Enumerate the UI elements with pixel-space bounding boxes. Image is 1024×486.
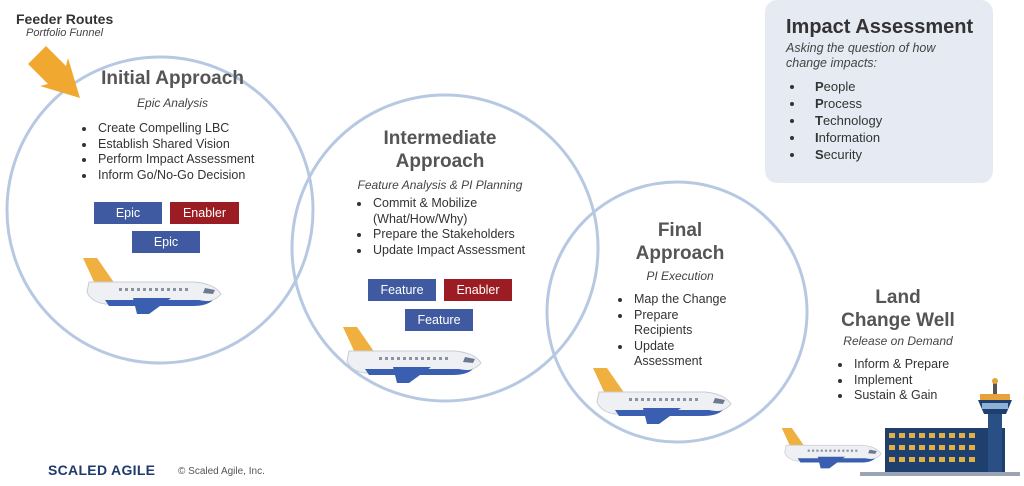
feature-box: Feature	[405, 309, 473, 331]
impact-assessment-panel: Impact Assessment Asking the question of…	[765, 0, 993, 183]
list-item: Prepare Recipients	[632, 308, 694, 339]
list-item: Security	[805, 146, 995, 163]
feeder-subtitle: Portfolio Funnel	[26, 27, 104, 39]
final-subtitle: PI Execution	[646, 269, 714, 283]
final-title-line2: Approach	[635, 243, 725, 264]
land-block: Land Change Well Release on Demand	[818, 286, 978, 348]
impact-list: People Process Technology Information Se…	[785, 78, 995, 163]
airplane-icon	[592, 367, 732, 425]
feature-box: Feature	[368, 279, 436, 301]
list-item: Inform & Prepare	[852, 357, 992, 373]
epic-box: Epic	[94, 202, 162, 224]
control-tower-icon	[860, 378, 1020, 476]
list-item: Inform Go/No-Go Decision	[96, 168, 296, 184]
initial-title: Initial Approach	[101, 68, 244, 89]
list-item: Map the Change	[632, 292, 752, 308]
final-title-line1: Final	[657, 220, 703, 241]
intermediate-title-line1: Intermediate	[383, 128, 497, 149]
enabler-box: Enabler	[170, 202, 239, 224]
list-item: People	[805, 78, 995, 95]
list-item: Establish Shared Vision	[96, 137, 296, 153]
epic-box: Epic	[132, 231, 200, 253]
intermediate-approach: Intermediate Approach Feature Analysis &…	[335, 127, 545, 192]
list-item: Create Compelling LBC	[96, 121, 296, 137]
scaled-agile-logo: SCALED AGILE	[48, 462, 156, 478]
intermediate-subtitle: Feature Analysis & PI Planning	[357, 178, 523, 192]
list-item: Process	[805, 95, 995, 112]
intermediate-circle	[290, 93, 600, 403]
final-approach: Final Approach PI Execution	[610, 219, 750, 283]
initial-bullets: Create Compelling LBC Establish Shared V…	[80, 121, 296, 183]
list-item: Prepare the Stakeholders	[371, 227, 561, 243]
list-item: Perform Impact Assessment	[96, 152, 296, 168]
enabler-box: Enabler	[444, 279, 512, 301]
final-circle	[545, 180, 809, 444]
list-item: Sustain & Gain	[852, 388, 992, 404]
land-subtitle: Release on Demand	[843, 334, 953, 348]
arrow-icon	[28, 46, 80, 98]
airplane-icon	[342, 326, 482, 384]
initial-subtitle: Epic Analysis	[137, 96, 208, 110]
final-bullets: Map the Change Prepare Recipients Update…	[616, 292, 752, 370]
initial-circle	[5, 55, 315, 365]
land-title-line2: Change Well	[841, 310, 955, 331]
feeder-title: Feeder Routes	[16, 11, 114, 27]
list-item: Implement	[852, 373, 992, 389]
list-item: Update Impact Assessment	[371, 243, 561, 259]
airplane-icon	[82, 257, 222, 315]
intermediate-bullets: Commit & Mobilize (What/How/Why) Prepare…	[355, 196, 561, 258]
land-title-line1: Land	[875, 287, 921, 308]
initial-approach: Initial Approach Epic Analysis	[60, 68, 285, 110]
impact-title: Impact Assessment	[786, 16, 974, 38]
airplane-icon	[781, 427, 882, 469]
feeder-block: Feeder Routes Portfolio Funnel	[16, 11, 126, 39]
copyright: © Scaled Agile, Inc.	[178, 466, 265, 477]
list-item: Commit & Mobilize (What/How/Why)	[371, 196, 561, 227]
list-item: Technology	[805, 112, 995, 129]
land-bullets: Inform & Prepare Implement Sustain & Gai…	[836, 357, 992, 404]
impact-subtitle: Asking the question of how change impact…	[786, 41, 936, 70]
intermediate-title-line2: Approach	[395, 151, 485, 172]
list-item: Information	[805, 129, 995, 146]
list-item: Update Assessment	[632, 339, 714, 370]
